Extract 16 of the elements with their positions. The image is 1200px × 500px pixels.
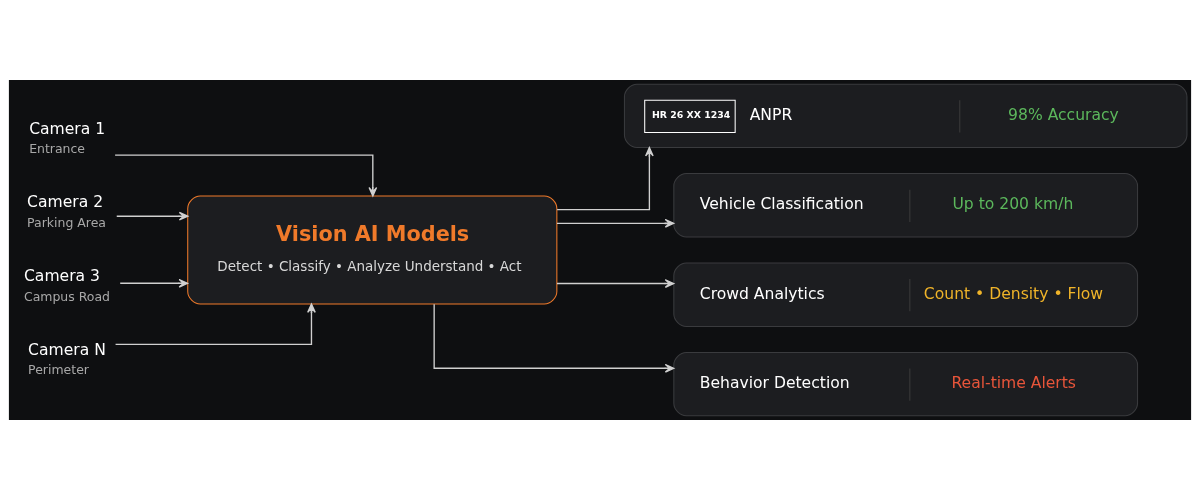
node-box: Vision AI Models Detect • Classify • Analyze Understand • Act bbox=[187, 195, 558, 305]
node-text: Camera N Perimeter bbox=[28, 341, 106, 378]
node-text: Camera 3 Campus Road bbox=[23, 267, 111, 304]
arrow bbox=[433, 303, 675, 373]
arrow bbox=[556, 218, 675, 228]
node-box: Vehicle Classification Up to 200 km/h bbox=[673, 173, 1139, 238]
node-box: Crowd Analytics Count • Density • Flow bbox=[673, 262, 1139, 327]
arrow bbox=[119, 278, 189, 288]
node-box: HR 26 XX 1234 ANPR 98% Accuracy bbox=[623, 83, 1188, 149]
arrow bbox=[114, 154, 378, 197]
node-text: Camera 1 Entrance bbox=[29, 119, 106, 156]
node-text: Camera 2 Parking Area bbox=[27, 193, 106, 230]
arrow bbox=[556, 146, 654, 211]
arrow bbox=[556, 279, 675, 288]
arrow bbox=[116, 211, 189, 221]
node-box: Behavior Detection Real-time Alerts bbox=[673, 351, 1139, 417]
